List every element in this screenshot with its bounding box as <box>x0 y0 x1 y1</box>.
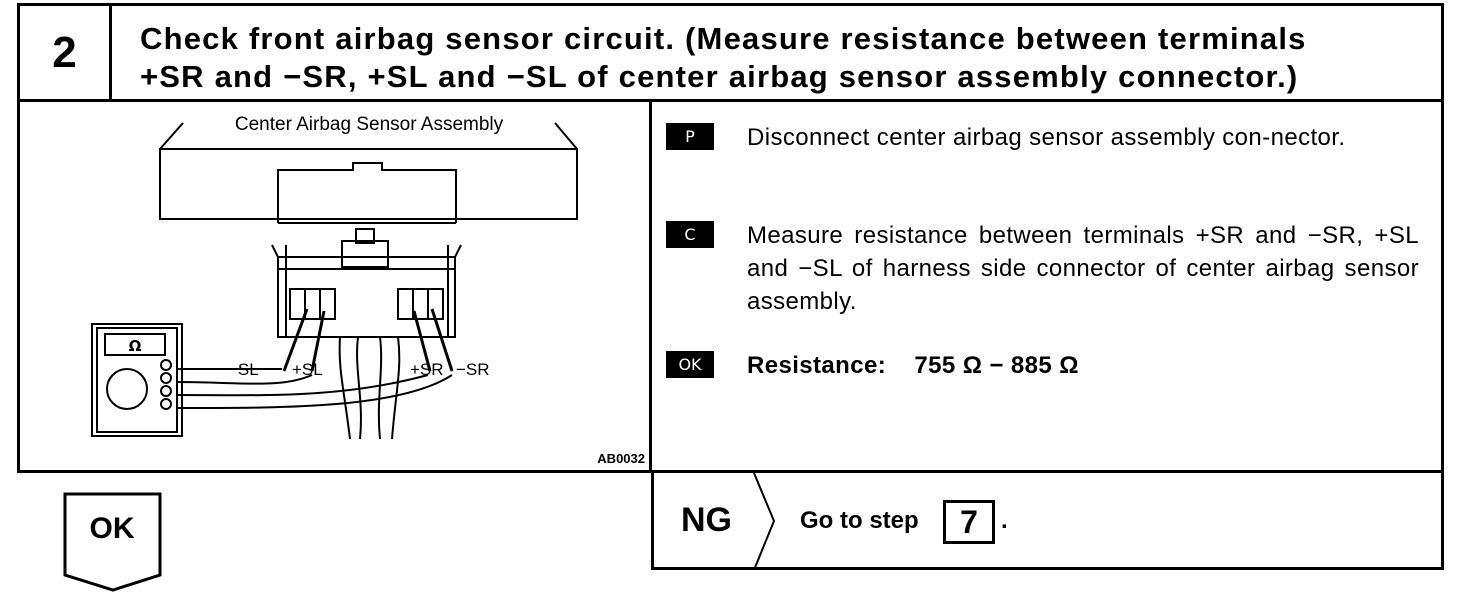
procedure-step-frame: 2 Check front airbag sensor circuit. (Me… <box>17 3 1444 473</box>
step-title-line-1: Check front airbag sensor circuit. (Meas… <box>140 21 1307 56</box>
label-plus-sr: +SR <box>410 360 444 379</box>
wiring-diagram: Center Airbag Sensor Assembly <box>91 114 645 466</box>
ng-period: . <box>1001 507 1008 534</box>
step-number: 2 <box>20 6 112 99</box>
ok-spec-label: Resistance: <box>747 352 887 379</box>
badge-ok: OK <box>666 351 714 378</box>
ok-branch-label: OK <box>89 512 135 545</box>
ohmmeter <box>91 323 183 437</box>
harness-connector <box>271 228 462 338</box>
step-header: 2 Check front airbag sensor circuit. (Me… <box>20 6 1441 102</box>
ng-label: NG <box>681 501 732 539</box>
goto-step-link[interactable]: 7 <box>943 500 995 544</box>
assembly-label: Center Airbag Sensor Assembly <box>235 114 504 135</box>
label-minus-sl: −SL <box>228 360 259 379</box>
instructions-panel: P Disconnect center airbag sensor assemb… <box>652 99 1441 470</box>
figure-code: AB0032 <box>597 451 645 466</box>
ng-branch: NG Go to step 7 . <box>651 473 1444 570</box>
sensor-assembly-housing <box>159 122 578 224</box>
test-probes <box>282 308 454 372</box>
badge-p: P <box>666 123 714 150</box>
instruction-text: Measure resistance between terminals +SR… <box>747 222 1419 315</box>
ng-goto-text: Go to step <box>800 507 919 534</box>
step-title: Check front airbag sensor circuit. (Meas… <box>140 20 1430 96</box>
badge-c: C <box>666 221 714 248</box>
label-minus-sr: −SR <box>456 360 490 379</box>
ng-chevron-icon <box>753 473 776 570</box>
meter-symbol: Ω <box>129 337 142 355</box>
ok-branch-arrow-icon <box>63 492 162 592</box>
ok-spec-value: 755 Ω − 885 Ω <box>914 352 1079 379</box>
ok-spec-text: Resistance: 755 Ω − 885 Ω <box>747 349 1419 382</box>
step-title-line-2: +SR and −SR, +SL and −SL of center airba… <box>140 59 1299 94</box>
diagram-panel: Center Airbag Sensor Assembly <box>20 99 652 470</box>
instruction-text: Disconnect center airbag sensor assembly… <box>747 124 1346 151</box>
meter-leads <box>175 368 453 410</box>
label-plus-sl: +SL <box>292 360 323 379</box>
